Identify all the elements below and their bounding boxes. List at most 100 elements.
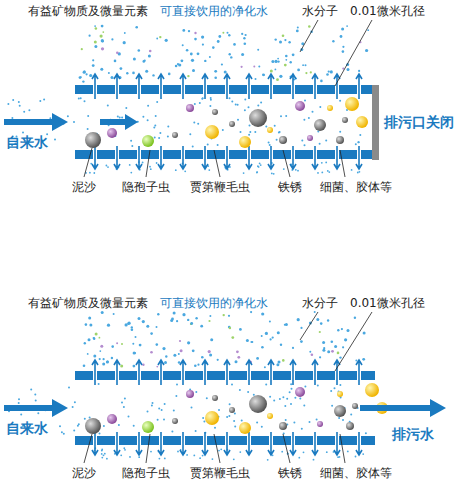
water-dot (131, 145, 133, 147)
particle (249, 109, 267, 127)
water-dot (193, 122, 195, 124)
permeate-arrow (202, 74, 208, 99)
water-dot (191, 407, 193, 409)
water-dot (265, 383, 267, 385)
water-dot (133, 58, 136, 61)
water-dot (156, 101, 158, 103)
permeate-arrow (356, 360, 362, 385)
water-dot (89, 35, 91, 37)
water-dot (233, 420, 235, 422)
membrane-segment (75, 85, 93, 94)
permeate-arrow (180, 74, 186, 99)
water-dot (132, 343, 134, 345)
water-dot (135, 336, 137, 338)
water-dot (234, 413, 236, 415)
membrane-segment (141, 371, 159, 380)
membrane-segment (317, 150, 335, 159)
water-dot (106, 361, 108, 363)
water-dot (18, 101, 20, 103)
permeate-arrow (290, 360, 296, 385)
water-dot (146, 325, 149, 328)
membrane-segment (141, 85, 159, 94)
water-dot (101, 25, 104, 28)
water-dot (234, 426, 236, 428)
water-dot (276, 139, 278, 141)
water-dot (268, 142, 270, 144)
water-dot (255, 78, 257, 80)
water-dot (285, 55, 288, 58)
water-dot (28, 109, 30, 111)
membrane-segment (207, 371, 225, 380)
water-dot (231, 336, 234, 339)
water-dot (89, 74, 92, 77)
water-dot (164, 458, 166, 460)
water-dot (210, 338, 213, 341)
water-dot (301, 140, 303, 142)
water-dot (194, 32, 196, 34)
water-dot (78, 97, 80, 99)
water-dot (277, 58, 279, 60)
water-dot (358, 70, 360, 72)
water-dot (249, 131, 251, 133)
water-dot (241, 53, 244, 56)
water-dot (346, 25, 348, 27)
water-dot (262, 73, 265, 76)
water-dot (228, 415, 230, 417)
water-dot (320, 80, 323, 83)
permeate-arrow (246, 146, 252, 169)
water-dot (167, 126, 169, 128)
particle (334, 405, 346, 417)
water-dot (217, 40, 220, 43)
contaminant-particles (85, 97, 388, 434)
water-dot (231, 100, 233, 102)
water-dot (319, 331, 321, 333)
water-dot (99, 350, 101, 352)
membrane-segment (295, 85, 313, 94)
membrane-segment (185, 436, 203, 445)
water-dot (339, 131, 341, 133)
water-dot (120, 454, 122, 456)
water-dot (284, 39, 286, 41)
water-dot (305, 64, 307, 66)
water-dot (142, 320, 145, 323)
water-dot (192, 69, 195, 72)
water-dot (337, 352, 340, 355)
water-dot (190, 322, 193, 325)
water-dot (244, 99, 246, 101)
water-dot (59, 425, 61, 427)
inlet-arrow (4, 399, 68, 417)
water-dot (116, 52, 119, 55)
water-dot (357, 141, 359, 143)
particle (229, 121, 235, 127)
water-dot (106, 458, 108, 460)
water-dot (127, 323, 129, 325)
water-dot (218, 35, 221, 38)
permeate-arrow (356, 74, 362, 99)
water-dot (248, 106, 250, 108)
membrane-segment (163, 85, 181, 94)
water-dot (106, 165, 108, 167)
water-dot (312, 111, 314, 113)
water-dot (177, 451, 179, 453)
water-dot (342, 419, 344, 421)
water-dot (243, 37, 245, 39)
water-molecules (7, 25, 369, 461)
water-dot (171, 430, 173, 432)
water-dot (294, 397, 296, 399)
water-dot (309, 421, 311, 423)
water-dot (230, 56, 232, 58)
water-dot (305, 72, 307, 74)
particle (172, 418, 178, 424)
permeate-arrow (136, 360, 142, 385)
water-dot (93, 354, 96, 357)
water-dot (237, 104, 239, 106)
water-dot (179, 340, 181, 342)
water-dot (285, 59, 287, 61)
water-dot (199, 102, 201, 104)
water-dot (123, 447, 125, 449)
water-dot (138, 456, 140, 458)
water-dot (350, 414, 352, 416)
water-dot (148, 54, 151, 57)
water-dot (288, 41, 290, 43)
mineral-label: 有益矿物质及微量元素 (28, 4, 148, 18)
